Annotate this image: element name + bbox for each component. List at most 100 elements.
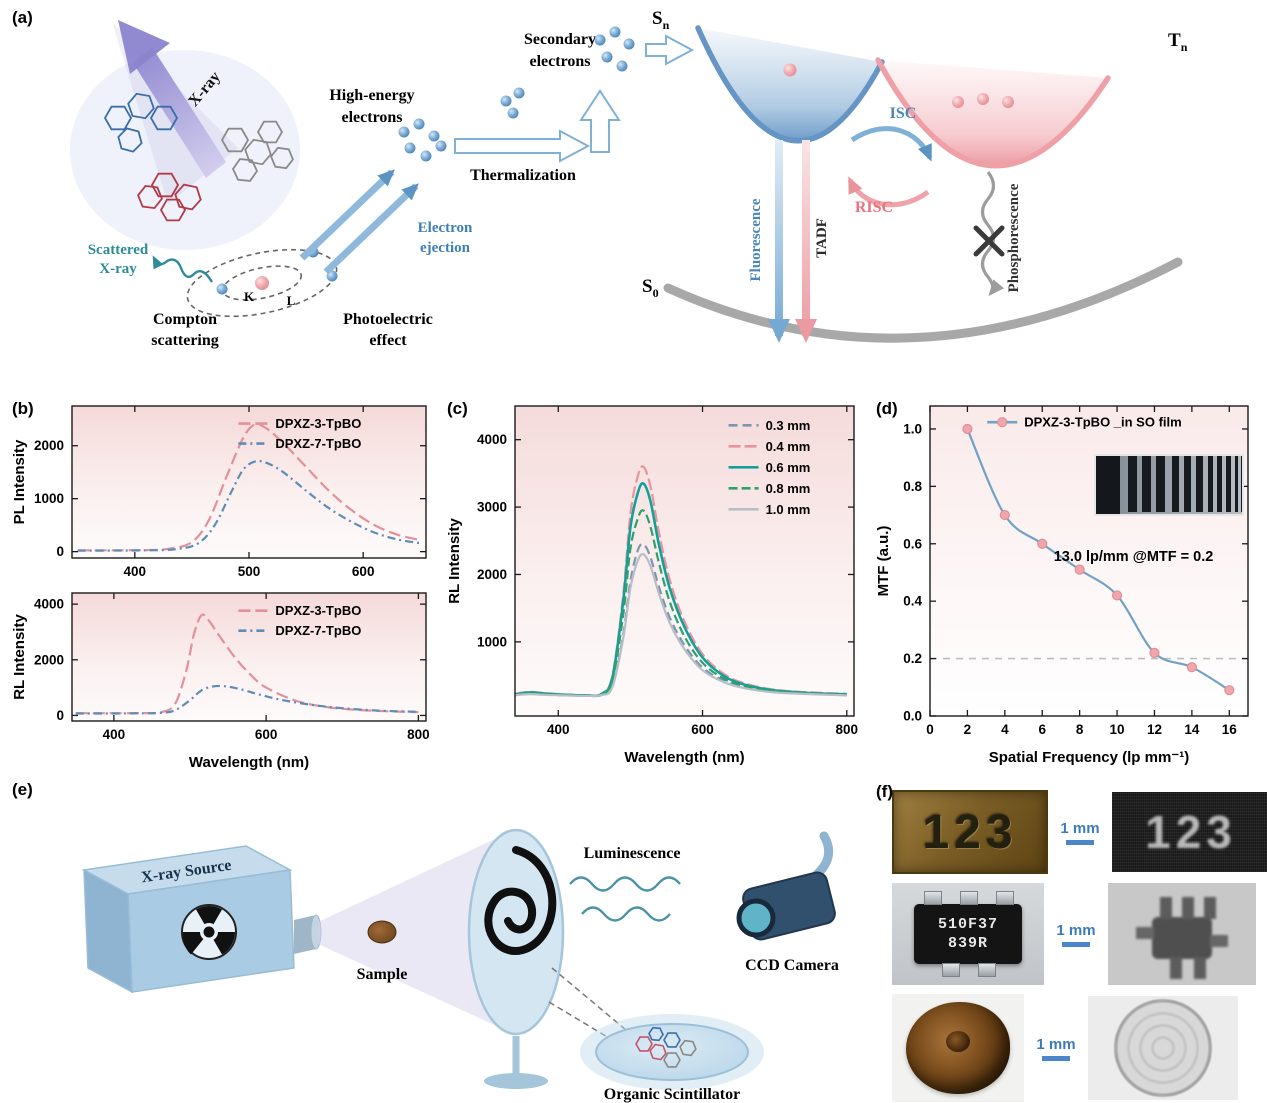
svg-text:800: 800 <box>407 727 430 742</box>
svg-text:2000: 2000 <box>477 567 507 582</box>
xray-plate-digits: 123 <box>1145 806 1237 858</box>
luminescence-wave <box>569 876 681 892</box>
tn-parabola <box>875 57 1111 169</box>
svg-text:4000: 4000 <box>477 432 507 447</box>
svg-text:0.2: 0.2 <box>903 651 922 666</box>
thermalization-arrow-up <box>579 89 621 153</box>
svg-text:RL Intensity: RL Intensity <box>11 614 28 700</box>
ejection-arrow <box>323 183 419 275</box>
svg-text:1000: 1000 <box>34 491 64 506</box>
xray-imaging-setup-diagram: X-ray Source Sample Luminescence <box>81 828 839 1103</box>
ejection-arrow <box>299 169 395 261</box>
svg-text:4000: 4000 <box>34 597 64 612</box>
chip-pin <box>996 891 1014 905</box>
scale-bar-line <box>1042 1055 1070 1061</box>
state-label-sn: Sn <box>652 8 670 32</box>
nucleus <box>255 276 269 290</box>
photo-plate-123: 123 <box>892 790 1048 874</box>
mtf-inset-image <box>1094 454 1244 521</box>
svg-text:Wavelength (nm): Wavelength (nm) <box>624 749 744 766</box>
scintillator-disc <box>595 1023 749 1081</box>
chip-marking-2: 839R <box>947 934 988 952</box>
svg-text:3000: 3000 <box>477 500 507 515</box>
electron-icon <box>216 283 228 295</box>
sample-label: Sample <box>357 966 408 983</box>
panel-label-d: (d) <box>876 399 898 418</box>
svg-text:DPXZ-3-TpBO: DPXZ-3-TpBO <box>275 416 361 431</box>
xray-beam <box>133 47 226 178</box>
xray-image-shell <box>1088 996 1238 1100</box>
triplet-exciton-dot <box>952 96 964 108</box>
exciton-dot <box>783 63 797 77</box>
chip-marking-1: 510F37 <box>937 916 998 934</box>
k-shell-label: K <box>244 289 255 304</box>
svg-text:0.6: 0.6 <box>903 536 922 551</box>
chip-pin <box>924 891 942 905</box>
imaging-row-chip: 510F37 839R 1 mm <box>892 883 1266 985</box>
svg-text:2: 2 <box>964 722 972 737</box>
scale-label: 1 mm <box>1056 921 1096 939</box>
phosphorescence-label: Phosphorescence <box>1006 183 1022 292</box>
triplet-exciton-dot <box>977 93 989 105</box>
molecule-glow <box>70 50 300 250</box>
panel-label-c: (c) <box>447 399 468 418</box>
chip-pin <box>942 963 960 977</box>
svg-text:MTF (a.u.): MTF (a.u.) <box>875 526 892 597</box>
svg-text:RL Intensity: RL Intensity <box>446 518 463 604</box>
svg-text:600: 600 <box>352 564 375 579</box>
panel-label-e: (e) <box>12 780 33 799</box>
panel-label-f: (f) <box>876 782 893 801</box>
isc-label: ISC <box>890 105 917 122</box>
svg-text:Wavelength (nm): Wavelength (nm) <box>189 754 309 771</box>
high-energy-electron-dots <box>398 118 447 162</box>
svg-text:0.3 mm: 0.3 mm <box>766 418 811 433</box>
thermalization-arrow-right <box>454 129 591 163</box>
ejection-label-2: ejection <box>420 240 471 256</box>
to-diagram-arrow <box>645 34 695 66</box>
panel-label-b: (b) <box>12 399 34 418</box>
scintillator-screen <box>467 828 565 1089</box>
compton-label-1: Compton <box>153 311 217 328</box>
blocked-cross-icon <box>973 225 1005 257</box>
radiation-icon <box>181 904 237 960</box>
svg-text:14: 14 <box>1184 722 1200 737</box>
svg-text:0.0: 0.0 <box>903 709 922 724</box>
callout-line <box>548 1001 610 1039</box>
svg-text:0.6 mm: 0.6 mm <box>766 460 811 475</box>
l-shell-label: L <box>287 293 296 308</box>
photo-chip: 510F37 839R <box>892 883 1044 985</box>
scattered-xray-label-2: X-ray <box>99 261 137 277</box>
ejection-label-1: Electron <box>418 220 473 236</box>
chip-pin <box>978 963 996 977</box>
scintillator-molecule-drawing <box>103 92 294 222</box>
xray-beam-arrowhead <box>118 20 170 74</box>
isc-arrow <box>850 126 933 162</box>
svg-text:2000: 2000 <box>34 438 64 453</box>
svg-text:PL Intensity: PL Intensity <box>11 439 28 524</box>
scale-bar-line <box>1062 941 1090 947</box>
scale-label: 1 mm <box>1036 1035 1076 1053</box>
svg-text:0: 0 <box>926 722 934 737</box>
sample-object <box>367 920 397 944</box>
svg-text:0.8 mm: 0.8 mm <box>766 481 811 496</box>
xray-scintillation-mechanism-diagram: X-ray K L Scattered X-ray Compton scatte… <box>70 8 1188 349</box>
scale-label: 1 mm <box>1060 819 1100 837</box>
spiral-icon <box>484 846 557 955</box>
thermalization-label: Thermalization <box>470 167 576 184</box>
svg-text:12: 12 <box>1147 722 1162 737</box>
panel-label-a: (a) <box>12 8 33 27</box>
sn-parabola <box>695 25 885 144</box>
callout-line <box>551 967 627 1031</box>
photo-shell <box>892 994 1024 1102</box>
state-label-tn: Tn <box>1168 30 1188 54</box>
svg-text:0: 0 <box>56 544 64 559</box>
photoelectric-label-2: effect <box>369 332 407 349</box>
high-energy-label-2: electrons <box>341 109 402 126</box>
ccd-camera <box>736 831 836 941</box>
svg-text:1000: 1000 <box>477 634 507 649</box>
scale-bar: 1 mm <box>1033 1036 1079 1061</box>
svg-text:400: 400 <box>124 564 147 579</box>
